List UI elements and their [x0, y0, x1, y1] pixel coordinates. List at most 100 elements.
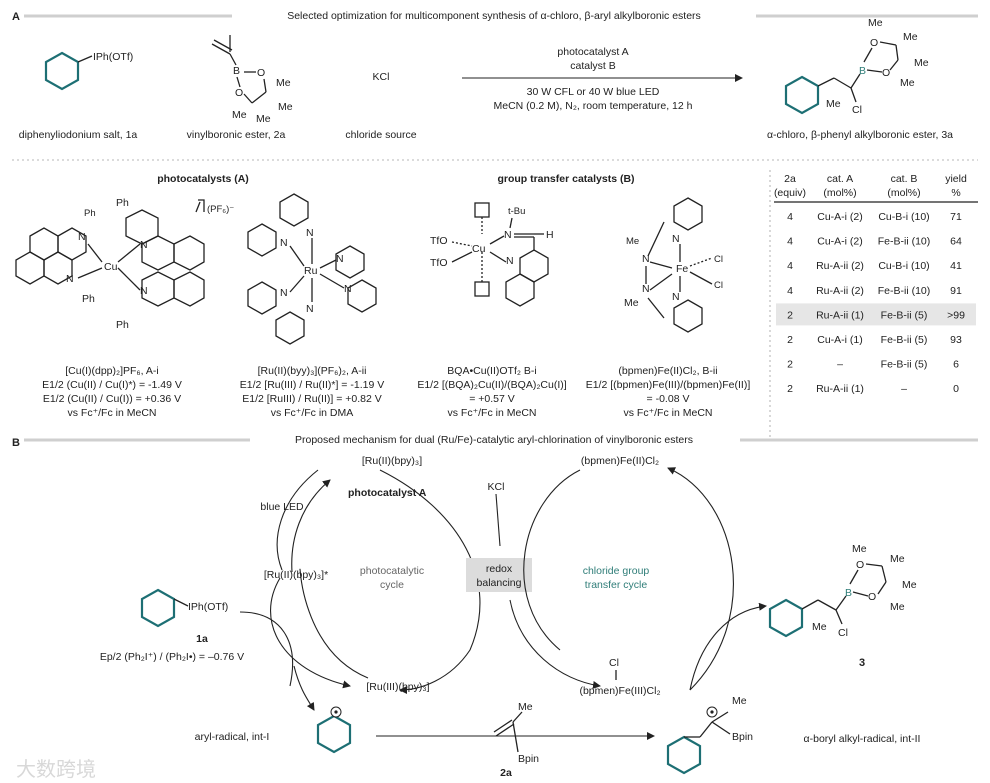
catalyst-a-i-info: [Cu(I)(dpp)₂]PF₆, A-i E1/2 (Cu(II) / Cu(… [42, 365, 182, 419]
photocatalyst-a-label: photocatalyst A [348, 487, 427, 499]
aryl-radical-label: aryl-radical, int-I [195, 731, 270, 743]
svg-text:Cl: Cl [838, 627, 848, 639]
svg-text:Me: Me [826, 98, 841, 110]
table-cell: 6 [953, 359, 959, 371]
fe3-cl: Cl [609, 657, 619, 669]
svg-text:Bpin: Bpin [518, 753, 539, 765]
svg-text:TfO: TfO [430, 235, 448, 247]
chloride-cycle-label-1: chloride group [583, 565, 650, 577]
svg-text:Fe: Fe [676, 263, 688, 275]
svg-text:vs Fc⁺/Fc in MeCN: vs Fc⁺/Fc in MeCN [68, 407, 157, 419]
kcl-formula: KCl [373, 71, 390, 83]
svg-text:%: % [951, 187, 960, 199]
cond-catalyst: catalyst B [570, 60, 616, 72]
svg-text:(PF₆)⁻: (PF₆)⁻ [207, 204, 234, 215]
svg-text:[Cu(I)(dpp)₂]PF₆, A-i: [Cu(I)(dpp)₂]PF₆, A-i [65, 365, 159, 377]
svg-text:O: O [868, 591, 876, 603]
svg-text:O: O [856, 559, 864, 571]
svg-text:Me: Me [256, 113, 271, 125]
svg-text:E1/2 (Cu(II) / Cu(I)) = +0.36: E1/2 (Cu(II) / Cu(I)) = +0.36 V [43, 393, 181, 405]
svg-text:N: N [642, 283, 650, 295]
ru2-excited: [Ru(II)(bpy)₃]* [264, 569, 328, 581]
catalyst-b-ii-info: (bpmen)Fe(II)Cl₂, B-ii E1/2 [(bpmen)Fe(I… [586, 365, 751, 419]
ru3-bottom: [Ru(III)(bpy)₃] [366, 681, 429, 693]
svg-text:Ph: Ph [84, 208, 96, 219]
svg-text:E1/2 [Ru(III) / Ru(II)*] = -1.: E1/2 [Ru(III) / Ru(II)*] = -1.19 V [240, 379, 384, 391]
table-cell: Ru-A-ii (1) [816, 309, 864, 321]
svg-text:vs Fc⁺/Fc in DMA: vs Fc⁺/Fc in DMA [271, 407, 354, 419]
table-cell: Fe-B-ii (5) [881, 334, 928, 346]
table-cell: Fe-B-ii (10) [878, 236, 931, 248]
redox-balancing-box [466, 558, 532, 592]
blue-led-label: blue LED [260, 501, 304, 513]
table-cell: 64 [950, 236, 962, 248]
svg-text:Me: Me [852, 543, 867, 555]
photocatalytic-cycle-label-2: cycle [380, 579, 404, 591]
svg-text:Cl: Cl [852, 104, 862, 116]
vinylboronic-ester-structure: B O O Me Me Me Me [211, 35, 293, 125]
ru-a-ii-structure: N N N N N N Ru [247, 193, 377, 345]
fe2-top: (bpmen)Fe(II)Cl₂ [581, 455, 659, 467]
table-header: 2a (equiv) cat. A (mol%) cat. B (mol%) y… [774, 173, 967, 199]
panel-a-letter: A [12, 11, 20, 23]
svg-text:H: H [546, 229, 554, 241]
cond-light: 30 W CFL or 40 W blue LED [527, 86, 660, 98]
svg-text:N: N [672, 291, 680, 303]
boryl-radical-structure: Me Bpin [666, 695, 753, 775]
kcl-label: chloride source [345, 129, 416, 141]
table-cell: 71 [950, 211, 962, 223]
svg-text:(equiv): (equiv) [774, 187, 806, 199]
svg-text:Me: Me [232, 109, 247, 121]
svg-text:N: N [306, 227, 314, 239]
svg-text:(bpmen)Fe(II)Cl₂, B-ii: (bpmen)Fe(II)Cl₂, B-ii [618, 365, 717, 377]
svg-text:B: B [859, 65, 866, 77]
svg-text:IPh(OTf): IPh(OTf) [188, 601, 228, 613]
panel-a-title: Selected optimization for multicomponent… [287, 10, 701, 22]
ru2-top: [Ru(II)(bpy)₃] [362, 455, 422, 467]
boryl-radical-label: α-boryl alkyl-radical, int-II [804, 733, 921, 745]
cond-photocatalyst: photocatalyst A [557, 46, 628, 58]
svg-text:cat. A: cat. A [827, 173, 853, 185]
product-3a-structure: B Cl Me O O Me Me Me Me [784, 17, 929, 116]
svg-text:Me: Me [278, 101, 293, 113]
svg-text:Me: Me [902, 579, 917, 591]
svg-text:yield: yield [945, 173, 967, 185]
product-3-id: 3 [859, 657, 865, 669]
cu-a-i-structure: N N Ph Ph Cu N N Ph Ph (PF₆)⁻ [15, 197, 234, 331]
iodonium-structure-b: IPh(OTf) [140, 588, 228, 628]
table-cell: Cu-B-i (10) [878, 211, 929, 223]
svg-text:Me: Me [518, 701, 533, 713]
photocatalytic-cycle-label-1: photocatalytic [360, 565, 424, 577]
svg-text:IPh(OTf): IPh(OTf) [93, 51, 133, 63]
svg-text:E1/2 (Cu(II) / Cu(I)*) = -1.49: E1/2 (Cu(II) / Cu(I)*) = -1.49 V [42, 379, 182, 391]
svg-text:N: N [306, 303, 314, 315]
svg-text:Cl: Cl [714, 254, 723, 265]
table-cell: Cu-B-i (10) [878, 260, 929, 272]
cu-b-i-structure: TfO TfO Cu N t-Bu H N [430, 202, 554, 307]
iodonium-potential: Ep/2 (Ph₂I⁺) / (Ph₂I•) = –0.76 V [100, 651, 244, 663]
iodonium-label: diphenyliodonium salt, 1a [19, 129, 138, 141]
svg-text:Cu: Cu [472, 243, 486, 255]
table-cell: 93 [950, 334, 962, 346]
svg-text:2a: 2a [784, 173, 796, 185]
svg-text:N: N [344, 283, 352, 295]
svg-text:E1/2 [(bpmen)Fe(III)/(bpmen)Fe: E1/2 [(bpmen)Fe(III)/(bpmen)Fe(II)] [586, 379, 751, 391]
table-cell: 4 [787, 260, 793, 272]
table-cell: Cu-A-i (2) [817, 236, 863, 248]
svg-text:N: N [78, 231, 86, 243]
table-cell: – [901, 383, 907, 395]
table-cell: 0 [953, 383, 959, 395]
aryl-radical-structure [316, 706, 352, 754]
table-cell: 41 [950, 260, 962, 272]
svg-text:N: N [280, 287, 288, 299]
svg-text:[Ru(II)(byy)₃](PF₆)₂, A-ii: [Ru(II)(byy)₃](PF₆)₂, A-ii [258, 365, 367, 377]
svg-text:O: O [870, 37, 878, 49]
fe-b-ii-structure: N N N N Me Me Fe Cl Cl [624, 197, 723, 333]
product-3-structure: B Cl Me O O Me Me Me Me [768, 543, 917, 639]
table-cell: >99 [947, 309, 965, 321]
table-cell: 2 [787, 334, 793, 346]
